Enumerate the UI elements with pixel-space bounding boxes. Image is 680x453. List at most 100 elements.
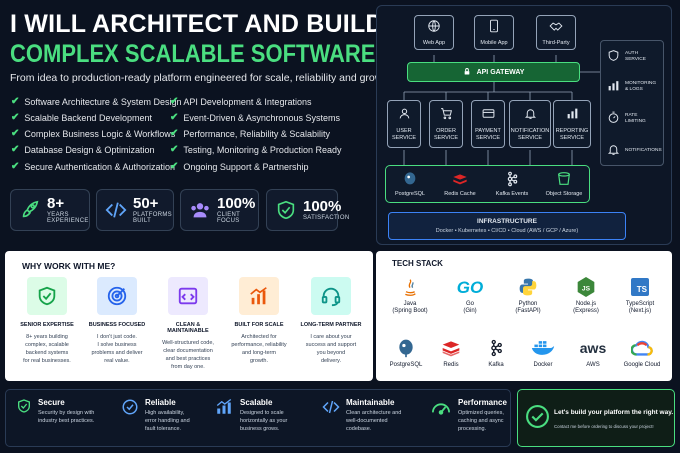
python-icon — [500, 276, 556, 298]
stat-card: 100%SATISFACTION — [266, 189, 349, 231]
monitoring-icon — [607, 79, 620, 95]
bell-icon — [607, 143, 620, 159]
infrastructure-items: Docker • Kubernetes • CI/CD • Cloud (AWS… — [435, 228, 579, 234]
typescript-icon: TS — [612, 276, 668, 298]
user-icon — [398, 107, 411, 123]
feature-item: ✔Database Design & Optimization — [11, 144, 155, 155]
stat-value: 100% — [217, 195, 256, 212]
check-circle-icon — [525, 404, 550, 434]
shield-check-icon — [27, 277, 67, 315]
credit-card-icon — [482, 107, 495, 123]
google-cloud-icon — [614, 337, 670, 359]
feature-item: ✔Ongoing Support & Partnership — [170, 161, 309, 172]
feature-item: ✔Event-Driven & Asynchronous Systems — [170, 112, 340, 123]
bar-chart-icon — [214, 398, 234, 433]
kafka-icon — [504, 171, 520, 189]
go-icon: GO — [456, 277, 484, 297]
kafka-store: Kafka Events — [490, 166, 534, 202]
object-storage: Object Storage — [538, 166, 590, 202]
code-window-icon — [168, 277, 208, 315]
check-icon: ✔ — [170, 96, 179, 107]
globe-icon — [427, 19, 441, 36]
postgresql-icon — [378, 337, 434, 359]
check-icon: ✔ — [11, 144, 20, 155]
notifications: NOTIFICATIONS — [607, 143, 662, 159]
cta-subtitle: Contact me before ordering to discuss yo… — [554, 424, 654, 429]
tech-nodejs: JS Node.js(Express) — [558, 276, 614, 315]
stat-value: 8+ — [47, 195, 65, 212]
bucket-icon — [556, 171, 572, 189]
cta-title: Let's build your platform the right way. — [554, 409, 674, 416]
stat-card: 100%CLIENT FOCUS — [180, 189, 259, 231]
handshake-icon — [549, 19, 563, 36]
redis-icon — [452, 171, 468, 189]
headset-icon — [311, 277, 351, 315]
kafka-icon — [468, 337, 524, 359]
speedometer-icon — [430, 398, 452, 433]
stat-value: 50+ — [133, 195, 159, 212]
docker-icon — [515, 337, 571, 359]
why-work-with-me: WHY WORK WITH ME? SENIOR EXPERTISE 8+ ye… — [5, 251, 373, 381]
why-item-clean-maintainable: CLEAN & MAINTAINABLE Well-structured cod… — [156, 277, 220, 371]
redis-store: Redis Cache — [438, 166, 482, 202]
feature-item: ✔Testing, Monitoring & Production Ready — [170, 144, 342, 155]
svg-text:JS: JS — [582, 285, 591, 292]
infrastructure-bar: INFRASTRUCTURE Docker • Kubernetes • CI/… — [388, 212, 626, 240]
shield-check-icon — [275, 198, 297, 222]
check-icon: ✔ — [11, 161, 20, 172]
stat-label: YEARS EXPERIENCE — [47, 212, 89, 224]
phone-icon — [487, 19, 501, 36]
check-icon: ✔ — [170, 112, 179, 123]
tech-go: GO Go(Gin) — [442, 276, 498, 315]
tech-stack: TECH STACK Java(Spring Boot) GO Go(Gin) … — [376, 251, 672, 381]
tech-aws: aws AWS — [565, 337, 621, 369]
stopwatch-icon — [607, 111, 620, 127]
stat-card: 8+YEARS EXPERIENCE — [10, 189, 90, 231]
target-icon — [97, 277, 137, 315]
section-title: WHY WORK WITH ME? — [22, 261, 116, 271]
check-icon: ✔ — [11, 128, 20, 139]
architecture-connectors — [403, 55, 600, 165]
postgresql-store: PostgreSQL — [390, 166, 430, 202]
feature-item: ✔Complex Business Logic & Workflows — [11, 128, 176, 139]
tech-typescript: TS TypeScript(Next.js) — [612, 276, 668, 315]
code-icon — [105, 198, 127, 222]
feature-item: ✔API Development & Integrations — [170, 96, 312, 107]
users-icon — [189, 198, 211, 222]
tech-java: Java(Spring Boot) — [382, 276, 438, 315]
api-gateway: API GATEWAY — [407, 62, 580, 82]
infrastructure-title: INFRASTRUCTURE — [477, 218, 537, 225]
call-to-action[interactable]: Let's build your platform the right way.… — [517, 389, 675, 447]
client-third-party: Third-Party — [536, 15, 576, 50]
stat-value: 100% — [303, 198, 342, 215]
check-icon: ✔ — [11, 96, 20, 107]
redis-icon — [423, 337, 479, 359]
section-title: TECH STACK — [392, 259, 443, 268]
stat-label: CLIENT FOCUS — [217, 212, 241, 224]
lock-icon — [463, 67, 471, 78]
client-web-app: Web App — [414, 15, 454, 50]
check-circle-icon — [121, 398, 139, 433]
nodejs-icon: JS — [558, 276, 614, 298]
rocket-icon — [19, 198, 41, 222]
check-icon: ✔ — [170, 144, 179, 155]
client-mobile-app: Mobile App — [474, 15, 514, 50]
feature-item: ✔Performance, Reliability & Scalability — [170, 128, 330, 139]
check-icon: ✔ — [170, 161, 179, 172]
check-icon: ✔ — [170, 128, 179, 139]
check-icon: ✔ — [11, 112, 20, 123]
stat-label: PLATFORMS BUILT — [133, 212, 172, 224]
